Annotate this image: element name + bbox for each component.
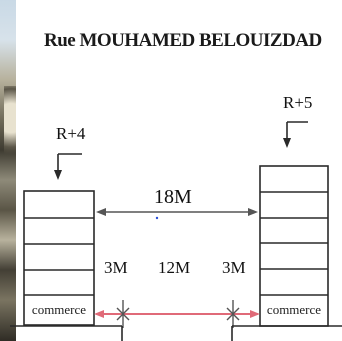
left-commerce-label: commerce <box>31 302 87 317</box>
left-curb-mark <box>116 300 130 328</box>
left-building <box>23 190 95 326</box>
right-level-label: R+5 <box>283 93 313 112</box>
photo-strip <box>0 0 16 341</box>
ground-dimension-line <box>94 300 260 328</box>
right-commerce-label: commerce <box>266 302 322 317</box>
left-level-arrow <box>54 153 82 180</box>
ground-profile <box>10 325 342 341</box>
left-sidewalk-label: 3M <box>104 258 128 277</box>
right-sidewalk-label: 3M <box>222 258 246 277</box>
right-building <box>259 165 329 327</box>
left-building-outline <box>23 190 95 326</box>
dimension-dot <box>155 216 159 220</box>
total-width-label: 18M <box>154 186 192 208</box>
right-curb-mark <box>226 300 240 328</box>
right-level-arrow <box>283 121 308 148</box>
carriageway-label: 12M <box>158 258 191 277</box>
total-width-dimension <box>96 208 258 216</box>
left-level-label: R+4 <box>56 124 86 143</box>
street-title: Rue MOUHAMED BELOUIZDAD <box>44 30 322 51</box>
